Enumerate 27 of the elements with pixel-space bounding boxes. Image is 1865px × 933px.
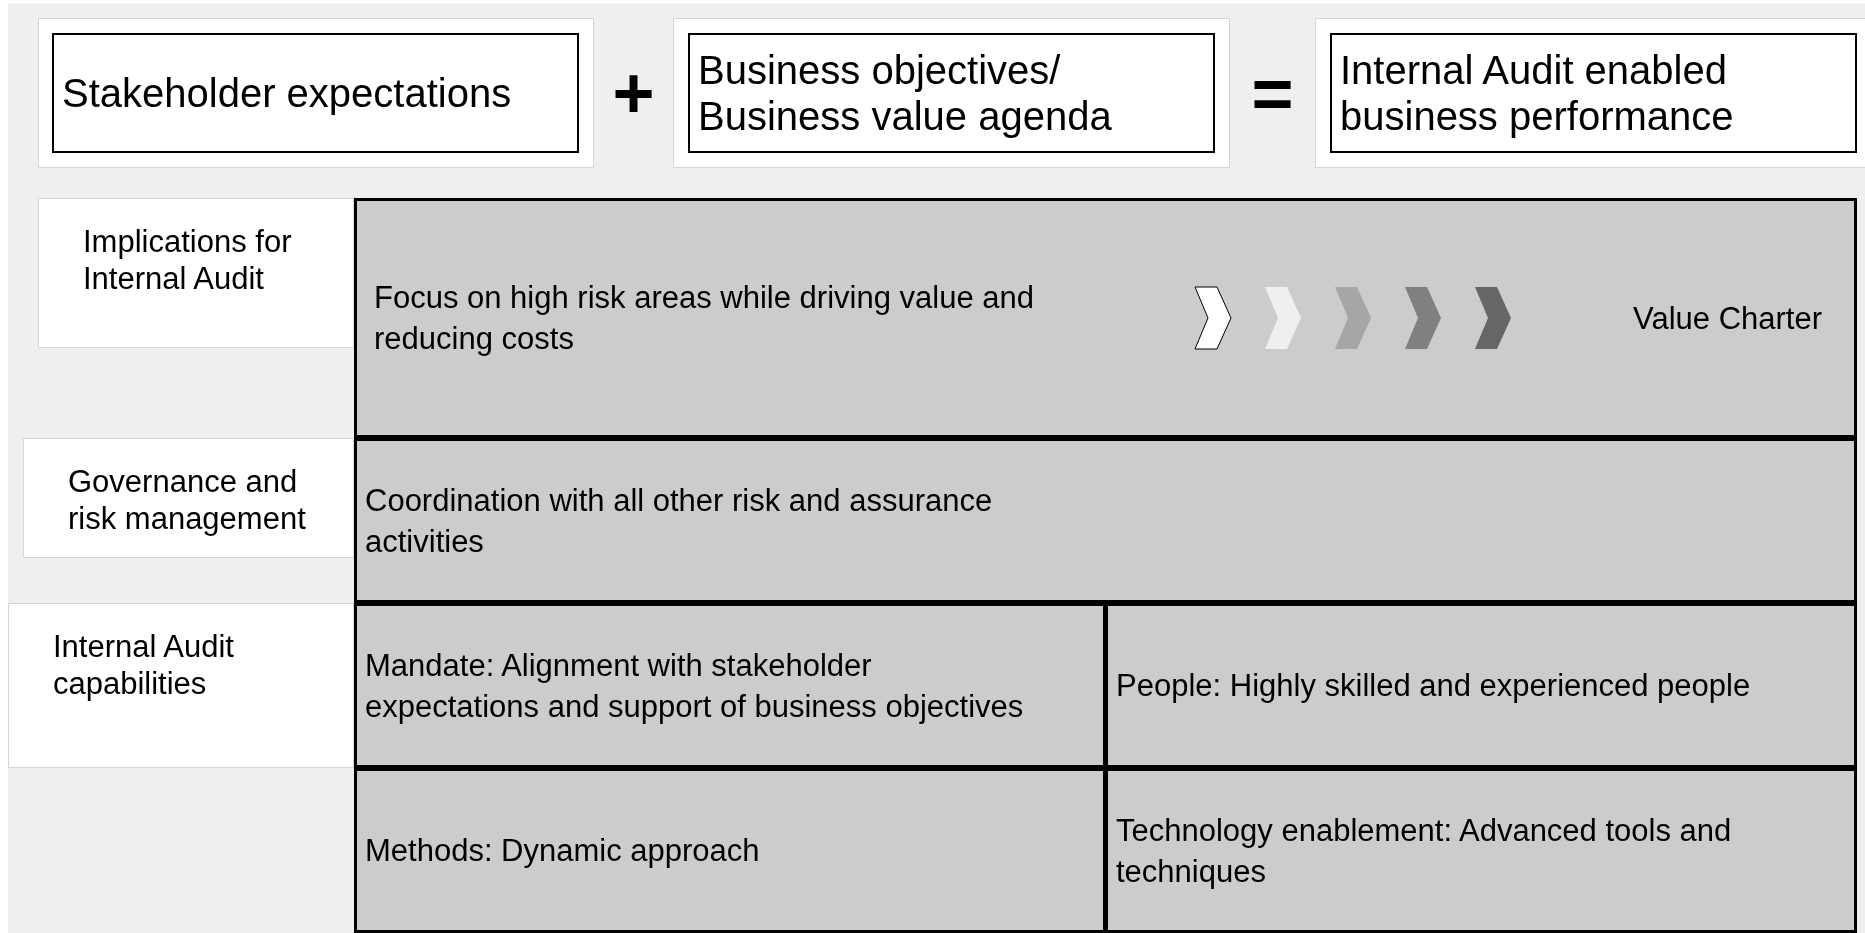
cell-text: Coordination with all other risk and assurance activities [365, 481, 994, 561]
heading-box [1330, 33, 1857, 153]
row-label-box [23, 438, 354, 558]
table-cell [354, 198, 1857, 438]
heading-text: Business objectives/ Business value agenda [698, 47, 1113, 139]
table-cell [354, 768, 1106, 933]
row-label-box [38, 198, 354, 348]
heading-box [688, 33, 1215, 153]
heading-text: Internal Audit enabled business performance [1340, 47, 1735, 139]
row-label: Implications for Internal Audit [83, 223, 293, 297]
cell-text: Mandate: Alignment with stakeholder expectations and support of business objectives [365, 646, 1025, 726]
operator-symbol: + [612, 57, 655, 129]
cell-text: Focus on high risk areas while driving value and reducing costs [374, 279, 1035, 358]
table-cell [354, 603, 1106, 768]
heading-box [52, 33, 579, 153]
table-cell [1105, 768, 1857, 933]
row-label: Governance and risk management [68, 463, 307, 537]
operator-symbol: = [1251, 57, 1294, 129]
table-cell [354, 438, 1857, 603]
heading-text: Stakeholder expectations [62, 70, 512, 116]
table-cell [1105, 603, 1857, 768]
cell-heading: Value Charter [1633, 299, 1822, 338]
row-label-box [8, 603, 354, 768]
cell-text: Technology enablement: Advanced tools and techniques [1116, 811, 1733, 891]
cell-text: People: Highly skilled and experienced people [1116, 667, 1751, 705]
cell-text: Methods: Dynamic approach [365, 832, 760, 870]
row-label: Internal Audit capabilities [53, 628, 235, 702]
